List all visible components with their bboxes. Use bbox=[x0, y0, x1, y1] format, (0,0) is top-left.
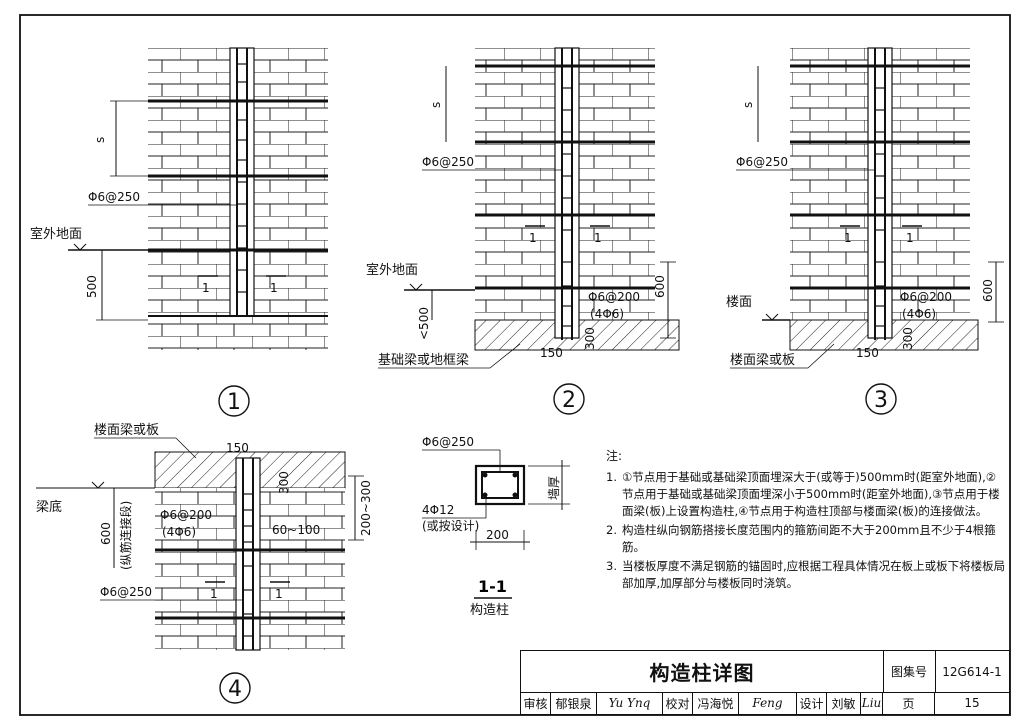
d4-dim-600: 600 bbox=[99, 522, 113, 545]
d3-number: 3 bbox=[874, 388, 888, 413]
d2-section-mark: 1 1 bbox=[525, 225, 610, 245]
section-dim-width: 200 bbox=[486, 528, 509, 542]
d3-section-mark: 1 1 bbox=[840, 225, 922, 245]
d4-number-circle bbox=[219, 672, 251, 704]
d4-beam-label: 楼面梁或板 bbox=[94, 423, 159, 438]
sheet-border bbox=[19, 14, 1011, 716]
d4-dim-300: 300 bbox=[277, 471, 291, 494]
d3-number-circle bbox=[865, 383, 897, 415]
d4-dim-range: 200~300 bbox=[359, 480, 373, 536]
d1-number: 1 bbox=[227, 390, 241, 415]
d4-number: 4 bbox=[228, 677, 242, 702]
d4-rebar-bottom: Φ6@250 bbox=[100, 585, 152, 599]
detail-3: s Φ6@250 楼面 Φ6@200 (4Φ6) 600 150 300 楼面梁… bbox=[726, 47, 1004, 415]
d1-section-mark: 1 1 bbox=[198, 275, 286, 295]
detail-1: s 500 Φ6@250 室外地面 1 1 1 bbox=[30, 47, 328, 417]
d3-rebar-top: Φ6@250 bbox=[736, 155, 788, 169]
d1-rebar-label: Φ6@250 bbox=[88, 190, 140, 204]
notes-title: 注: bbox=[606, 449, 623, 463]
d2-beam-label: 基础梁或地框梁 bbox=[378, 353, 469, 368]
d4-rebar-count: (4Φ6) bbox=[162, 525, 196, 539]
svg-text:1: 1 bbox=[906, 231, 914, 245]
svg-text:1: 1 bbox=[210, 587, 218, 601]
d2-number-circle bbox=[553, 383, 585, 415]
d4-dim-150: 150 bbox=[226, 441, 249, 455]
svg-text:1: 1 bbox=[529, 231, 537, 245]
review-signature: Yu Ynq bbox=[597, 692, 663, 714]
d4-rebar-anchor: Φ6@200 bbox=[160, 508, 212, 522]
d2-dim-s: s bbox=[429, 102, 443, 108]
d3-rebar-count: (4Φ6) bbox=[902, 307, 936, 321]
d3-dim-150: 150 bbox=[856, 346, 879, 360]
svg-text:1: 1 bbox=[275, 587, 283, 601]
d2-dim-150: 150 bbox=[540, 346, 563, 360]
section-long-label: 4Φ12 bbox=[422, 503, 454, 517]
d1-ground-label: 室外地面 bbox=[30, 226, 82, 242]
check-label: 校对 bbox=[663, 692, 693, 714]
d2-dim-lt500: <500 bbox=[417, 307, 431, 340]
d2-column bbox=[554, 47, 580, 339]
d4-section-mark: 1 1 bbox=[205, 581, 290, 601]
page-label: 页 bbox=[883, 692, 935, 714]
note-item: 2. 构造柱纵向钢筋搭接长度范围内的箍筋间距不大于200mm且不少于4根箍筋。 bbox=[606, 523, 996, 554]
d3-dim-600: 600 bbox=[981, 279, 995, 302]
d1-dim-500: 500 bbox=[85, 275, 99, 298]
design-label: 设计 bbox=[797, 692, 827, 714]
check-name: 冯海悦 bbox=[693, 692, 739, 714]
title-block: 构造柱详图 图集号 12G614-1 审核 郁银泉 Yu Ynq 校对 冯海悦 … bbox=[520, 650, 1010, 715]
design-signature: Liu bbox=[861, 692, 883, 714]
detail-2: s Φ6@250 室外地面 <500 Φ6@200 (4Φ6) 600 150 … bbox=[366, 47, 680, 415]
d1-dim-s: s bbox=[93, 137, 107, 143]
d2-number: 2 bbox=[562, 388, 576, 413]
note-item: 1. ①节点用于基础或基础梁顶面埋深大于(或等于)500mm时(距室外地面),②… bbox=[606, 470, 1000, 518]
d3-rebar-anchor: Φ6@200 bbox=[900, 290, 952, 304]
d2-rebar-count: (4Φ6) bbox=[590, 307, 624, 321]
atlas-value: 12G614-1 bbox=[935, 651, 1009, 693]
page-value: 15 bbox=[964, 696, 980, 710]
d3-column bbox=[867, 47, 893, 339]
d3-dim-300: 300 bbox=[901, 327, 915, 350]
d3-beam-label: 楼面梁或板 bbox=[730, 353, 795, 368]
d3-dim-s: s bbox=[741, 102, 755, 108]
d2-ground-label: 室外地面 bbox=[366, 262, 418, 278]
d2-dim-300: 300 bbox=[583, 327, 597, 350]
check-signature: Feng bbox=[739, 692, 797, 714]
d4-column bbox=[235, 457, 261, 651]
section-subtitle: 构造柱 bbox=[470, 603, 509, 618]
svg-text:1: 1 bbox=[594, 231, 602, 245]
atlas-label: 图集号 bbox=[883, 651, 936, 693]
svg-text:1: 1 bbox=[202, 281, 210, 295]
d2-dim-600: 600 bbox=[653, 275, 667, 298]
review-name: 郁银泉 bbox=[551, 692, 597, 714]
d4-beam-bottom-label: 梁底 bbox=[36, 499, 62, 515]
section-long-note: (或按设计) bbox=[422, 519, 479, 533]
detail-4: 楼面梁或板 150 300 梁底 600 (纵筋连接段) Φ6@200 (4Φ6… bbox=[36, 423, 373, 704]
svg-text:1: 1 bbox=[270, 281, 278, 295]
d2-rebar-top: Φ6@250 bbox=[422, 155, 474, 169]
section-dim-wall: 墙厚 bbox=[547, 476, 561, 500]
d4-dim-lap: (纵筋连接段) bbox=[118, 501, 133, 570]
drawing-title: 构造柱详图 bbox=[521, 651, 884, 693]
signature-row: 审核 郁银泉 Yu Ynq 校对 冯海悦 Feng 设计 刘敏 Liu 页 15 bbox=[521, 692, 1009, 714]
d1-number-circle bbox=[218, 385, 250, 417]
review-label: 审核 bbox=[521, 692, 551, 714]
notes-panel: 注: 1. ①节点用于基础或基础梁顶面埋深大于(或等于)500mm时(距室外地面… bbox=[606, 448, 1006, 594]
svg-text:1: 1 bbox=[844, 231, 852, 245]
d3-floor-label: 楼面 bbox=[726, 295, 752, 310]
note-item: 3. 当楼板厚度不满足钢筋的锚固时,应根据工程具体情况在板上或板下将楼板局部加厚… bbox=[606, 559, 1006, 590]
design-name: 刘敏 bbox=[827, 692, 861, 714]
section-stirrup-label: Φ6@250 bbox=[422, 435, 474, 449]
section-1-1: Φ6@250 4Φ12 (或按设计) 200 墙厚 1-1 构造柱 bbox=[422, 435, 570, 618]
section-title: 1-1 bbox=[478, 577, 507, 596]
d4-dim-gap: 60~100 bbox=[272, 523, 320, 537]
d2-rebar-anchor: Φ6@200 bbox=[588, 290, 640, 304]
